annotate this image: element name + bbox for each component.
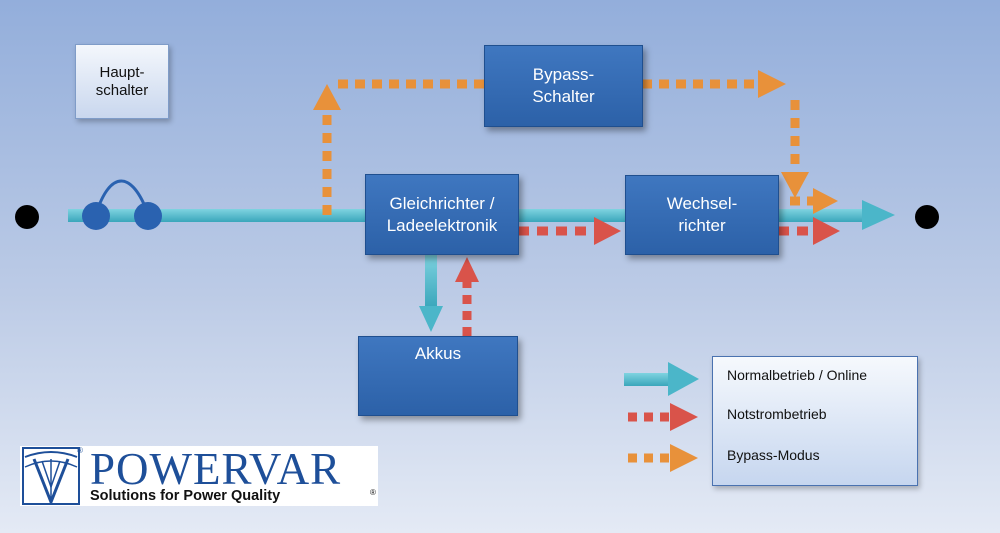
logo-tagline: Solutions for Power Quality	[90, 488, 281, 504]
legend-bypass-label: Bypass-Modus	[727, 447, 820, 463]
charge-flow-arrowhead	[419, 306, 443, 332]
switch-contact-left	[82, 202, 110, 230]
output-terminal	[915, 205, 939, 229]
bypass-flow-arrowhead-right	[758, 70, 786, 98]
switch-contact-right	[134, 202, 162, 230]
logo-emblem-icon	[22, 447, 80, 505]
charge-flow-line	[425, 253, 437, 308]
legend-emergency-label: Notstrombetrieb	[727, 406, 827, 422]
powervar-logo: ® POWERVAR Solutions for Power Quality ®	[20, 446, 378, 506]
legend-normal-arrow-line	[624, 373, 670, 386]
bypass-flow-arrowhead-down	[781, 172, 809, 198]
emergency-flow-arrowhead-2	[813, 217, 840, 245]
legend-emergency-arrowhead	[670, 403, 698, 431]
batteries-block: Akkus	[358, 336, 518, 416]
input-terminal	[15, 205, 39, 229]
normal-flow-arrowhead	[862, 200, 895, 230]
legend-normal-arrowhead	[668, 362, 699, 396]
legend-normal-label: Normalbetrieb / Online	[727, 367, 868, 383]
bypass-flow-arrowhead-up	[313, 84, 341, 110]
rectifier-block: Gleichrichter / Ladeelektronik	[365, 174, 519, 255]
emergency-flow-arrowhead-1	[594, 217, 621, 245]
inverter-block: Wechsel- richter	[625, 175, 779, 255]
switch-arc	[94, 179, 150, 215]
logo-registered-mark: ®	[77, 446, 83, 455]
main-switch-block: Haupt- schalter	[75, 44, 169, 119]
logo-tagline-registered-mark: ®	[370, 488, 376, 497]
bypass-switch-block: Bypass- Schalter	[484, 45, 643, 127]
legend-bypass-arrowhead	[670, 444, 698, 472]
legend: Normalbetrieb / Online Notstrombetrieb B…	[712, 356, 918, 486]
discharge-flow-arrowhead	[455, 257, 479, 282]
logo-wordmark: POWERVAR	[90, 444, 342, 494]
bypass-flow-arrowhead-output	[813, 188, 838, 214]
